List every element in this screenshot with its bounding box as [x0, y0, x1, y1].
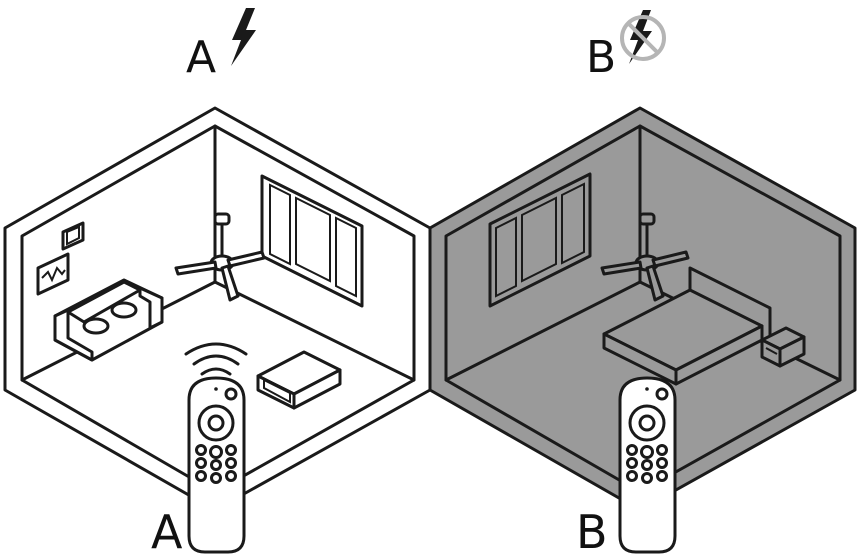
ceiling-fan-a [174, 212, 266, 302]
nightstand [760, 326, 806, 368]
wall-frame [61, 221, 85, 251]
remote-a [184, 342, 248, 554]
room-a [3, 106, 432, 512]
remote-b-label: B [576, 505, 608, 556]
tv-cabinet [256, 350, 342, 410]
window-a [260, 174, 364, 308]
window-b [488, 172, 592, 308]
room-b-label: B [586, 32, 616, 83]
wall-picture [36, 252, 70, 296]
wireless-signal-icon [184, 342, 248, 376]
sofa [53, 278, 164, 362]
ceiling-fan-b [600, 212, 690, 302]
bed [602, 266, 772, 386]
room-a-header: A [186, 8, 256, 83]
room-a-label: A [186, 32, 216, 83]
room-b [428, 106, 857, 512]
no-power-icon [620, 10, 666, 64]
remote-a-label: A [151, 505, 183, 556]
lightning-bolt-icon [231, 8, 256, 66]
room-b-header: B [586, 10, 666, 83]
remote-b [618, 376, 677, 554]
